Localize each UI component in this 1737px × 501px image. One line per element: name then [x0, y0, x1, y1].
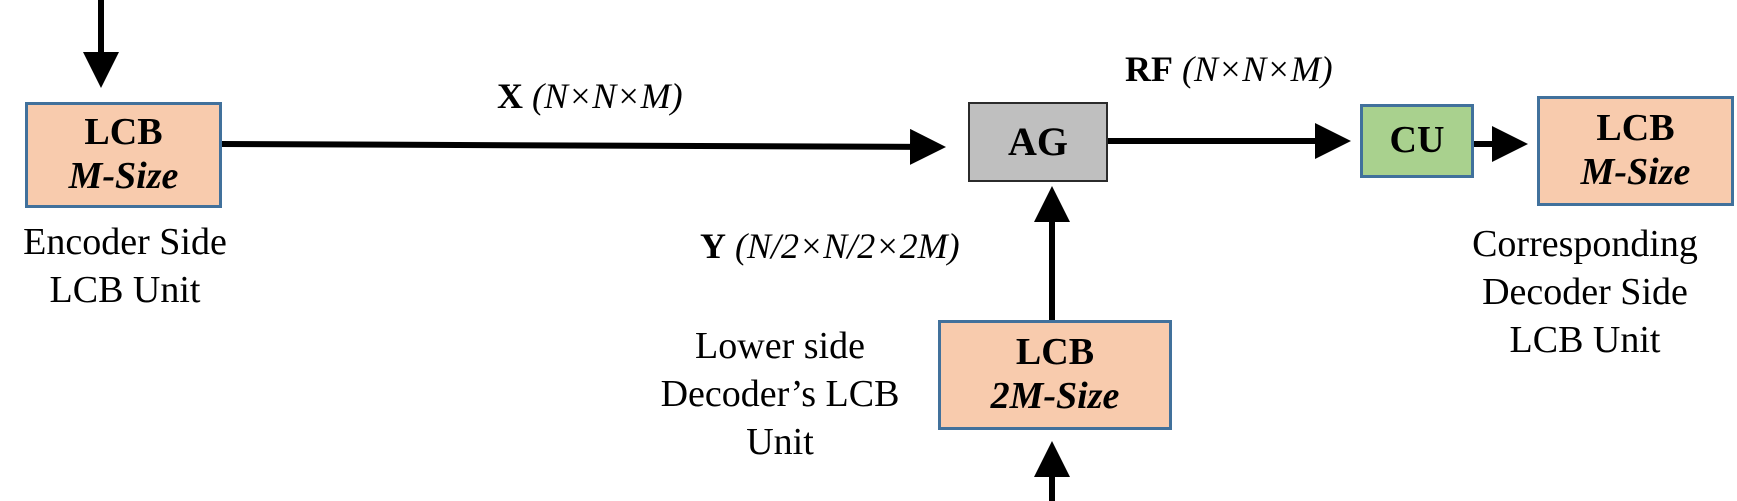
- rf-signal-label: RF (N×N×M): [1125, 48, 1333, 90]
- decoder-caption-line: LCB Unit: [1509, 319, 1661, 361]
- y-signal-label: Y (N/2×N/2×2M): [700, 225, 960, 267]
- encoder-lcb-block: LCB M-Size: [25, 102, 222, 208]
- encoder-caption-line: Encoder Side: [23, 221, 227, 263]
- encoder-lcb-title: LCB: [84, 111, 163, 154]
- y-signal-dims: (N/2×N/2×2M): [735, 226, 960, 266]
- decoder-caption-line: Decoder Side: [1482, 271, 1688, 313]
- lower-caption-line: Decoder’s LCB: [660, 373, 900, 415]
- encoder-caption: Encoder Side LCB Unit: [0, 218, 250, 314]
- decoder-caption: Corresponding Decoder Side LCB Unit: [1440, 220, 1730, 364]
- encoder-caption-line: LCB Unit: [49, 269, 201, 311]
- cu-label: CU: [1389, 119, 1445, 162]
- rf-signal-dims: (N×N×M): [1182, 49, 1333, 89]
- decoder-lcb-size: M-Size: [1580, 151, 1691, 193]
- x-signal-label: X (N×N×M): [497, 75, 683, 117]
- lower-lcb-size: 2M-Size: [990, 375, 1120, 417]
- decoder-lcb-title: LCB: [1596, 107, 1675, 150]
- lower-caption-line: Unit: [746, 421, 814, 463]
- decoder-lcb-block: LCB M-Size: [1537, 96, 1734, 206]
- x-signal-name: X: [497, 76, 523, 116]
- lower-lcb-block: LCB 2M-Size: [938, 320, 1172, 430]
- encoder-lcb-size: M-Size: [68, 155, 179, 197]
- decoder-caption-line: Corresponding: [1472, 223, 1698, 265]
- x-signal-arrow: [221, 128, 946, 165]
- lower-lcb-title: LCB: [1015, 331, 1095, 374]
- lower-caption-line: Lower side: [695, 325, 865, 367]
- lower-caption: Lower side Decoder’s LCB Unit: [640, 322, 920, 466]
- ag-block: AG: [968, 102, 1108, 182]
- cu-block: CU: [1360, 104, 1474, 178]
- rf-signal-name: RF: [1125, 49, 1173, 89]
- x-signal-dims: (N×N×M): [532, 76, 683, 116]
- y-signal-name: Y: [700, 226, 726, 266]
- ag-label: AG: [1008, 119, 1068, 164]
